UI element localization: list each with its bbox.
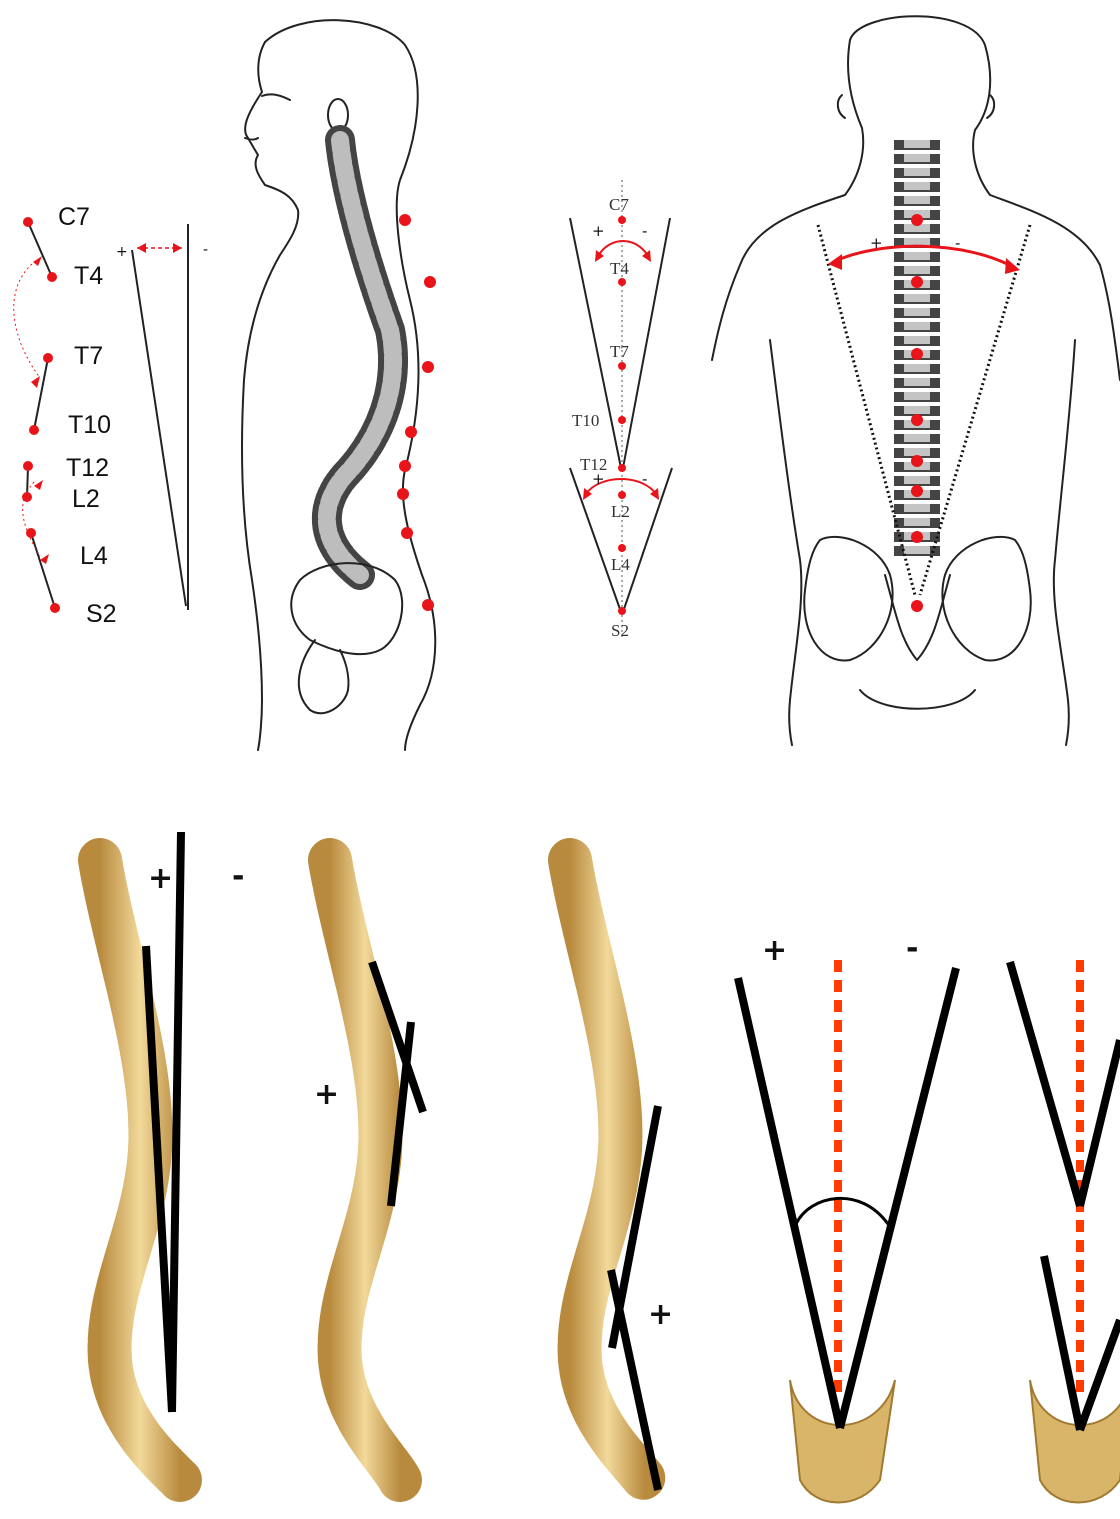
frontal-schema: C7 T4 T7 T10 T12 L2 L4 S2 + - + - [570,180,672,640]
human-side-view [242,20,436,750]
posterior-spine-2 [1010,860,1120,1503]
side-label-s2: S2 [86,600,117,628]
schema-label-l4: L4 [611,555,630,574]
side-label-t7: T7 [74,342,103,370]
lateral-spine-3: + [570,860,673,1490]
spine2-plus-sign: + [314,1077,339,1112]
spine1-plus-sign: + [148,861,173,896]
spine4-minus-sign: - [906,931,918,966]
back-plus-sign: + [870,234,883,252]
side-label-t4: T4 [74,262,103,290]
schema-lower-plus: + [592,470,605,488]
marker-t4 [47,272,57,282]
marker-l4 [26,528,36,538]
spine1-minus-sign: - [232,859,244,894]
spine4-plus-sign: + [762,933,787,968]
back-minus-sign: - [955,234,960,252]
human-back-view: + - [712,16,1120,745]
marker-t10 [29,425,39,435]
schema-label-t7: T7 [610,342,629,361]
lateral-spine-1: + - [100,832,244,1480]
inclination-line [132,250,186,606]
side-label-c7: C7 [58,203,90,231]
marker-t12 [23,461,33,471]
marker-c7 [23,217,33,227]
lateral-spine-2: + [314,860,423,1480]
side-minus-sign: - [203,242,208,258]
schema-upper-minus: - [642,222,647,240]
schema-label-c7: C7 [609,195,629,214]
side-segment-diagram: C7 T4 T7 T10 T12 L2 L4 S2 + - [14,203,208,628]
side-label-t10: T10 [68,411,111,439]
side-label-l4: L4 [80,542,108,570]
marker-s2 [50,603,60,613]
schema-label-s2: S2 [611,621,629,640]
schema-lower-minus: - [642,470,647,488]
marker-l2 [22,492,32,502]
schema-label-t4: T4 [610,259,629,278]
side-spine [327,140,393,575]
spine3-plus-sign: + [648,1297,673,1332]
posterior-spine-1: + - [738,860,956,1503]
schema-upper-plus: + [592,222,605,240]
side-label-t12: T12 [66,454,109,482]
schema-label-l2: L2 [611,502,630,521]
marker-t7 [43,353,53,363]
side-plus-sign: + [116,244,128,260]
schema-label-t10: T10 [572,411,599,430]
side-label-l2: L2 [72,485,100,513]
